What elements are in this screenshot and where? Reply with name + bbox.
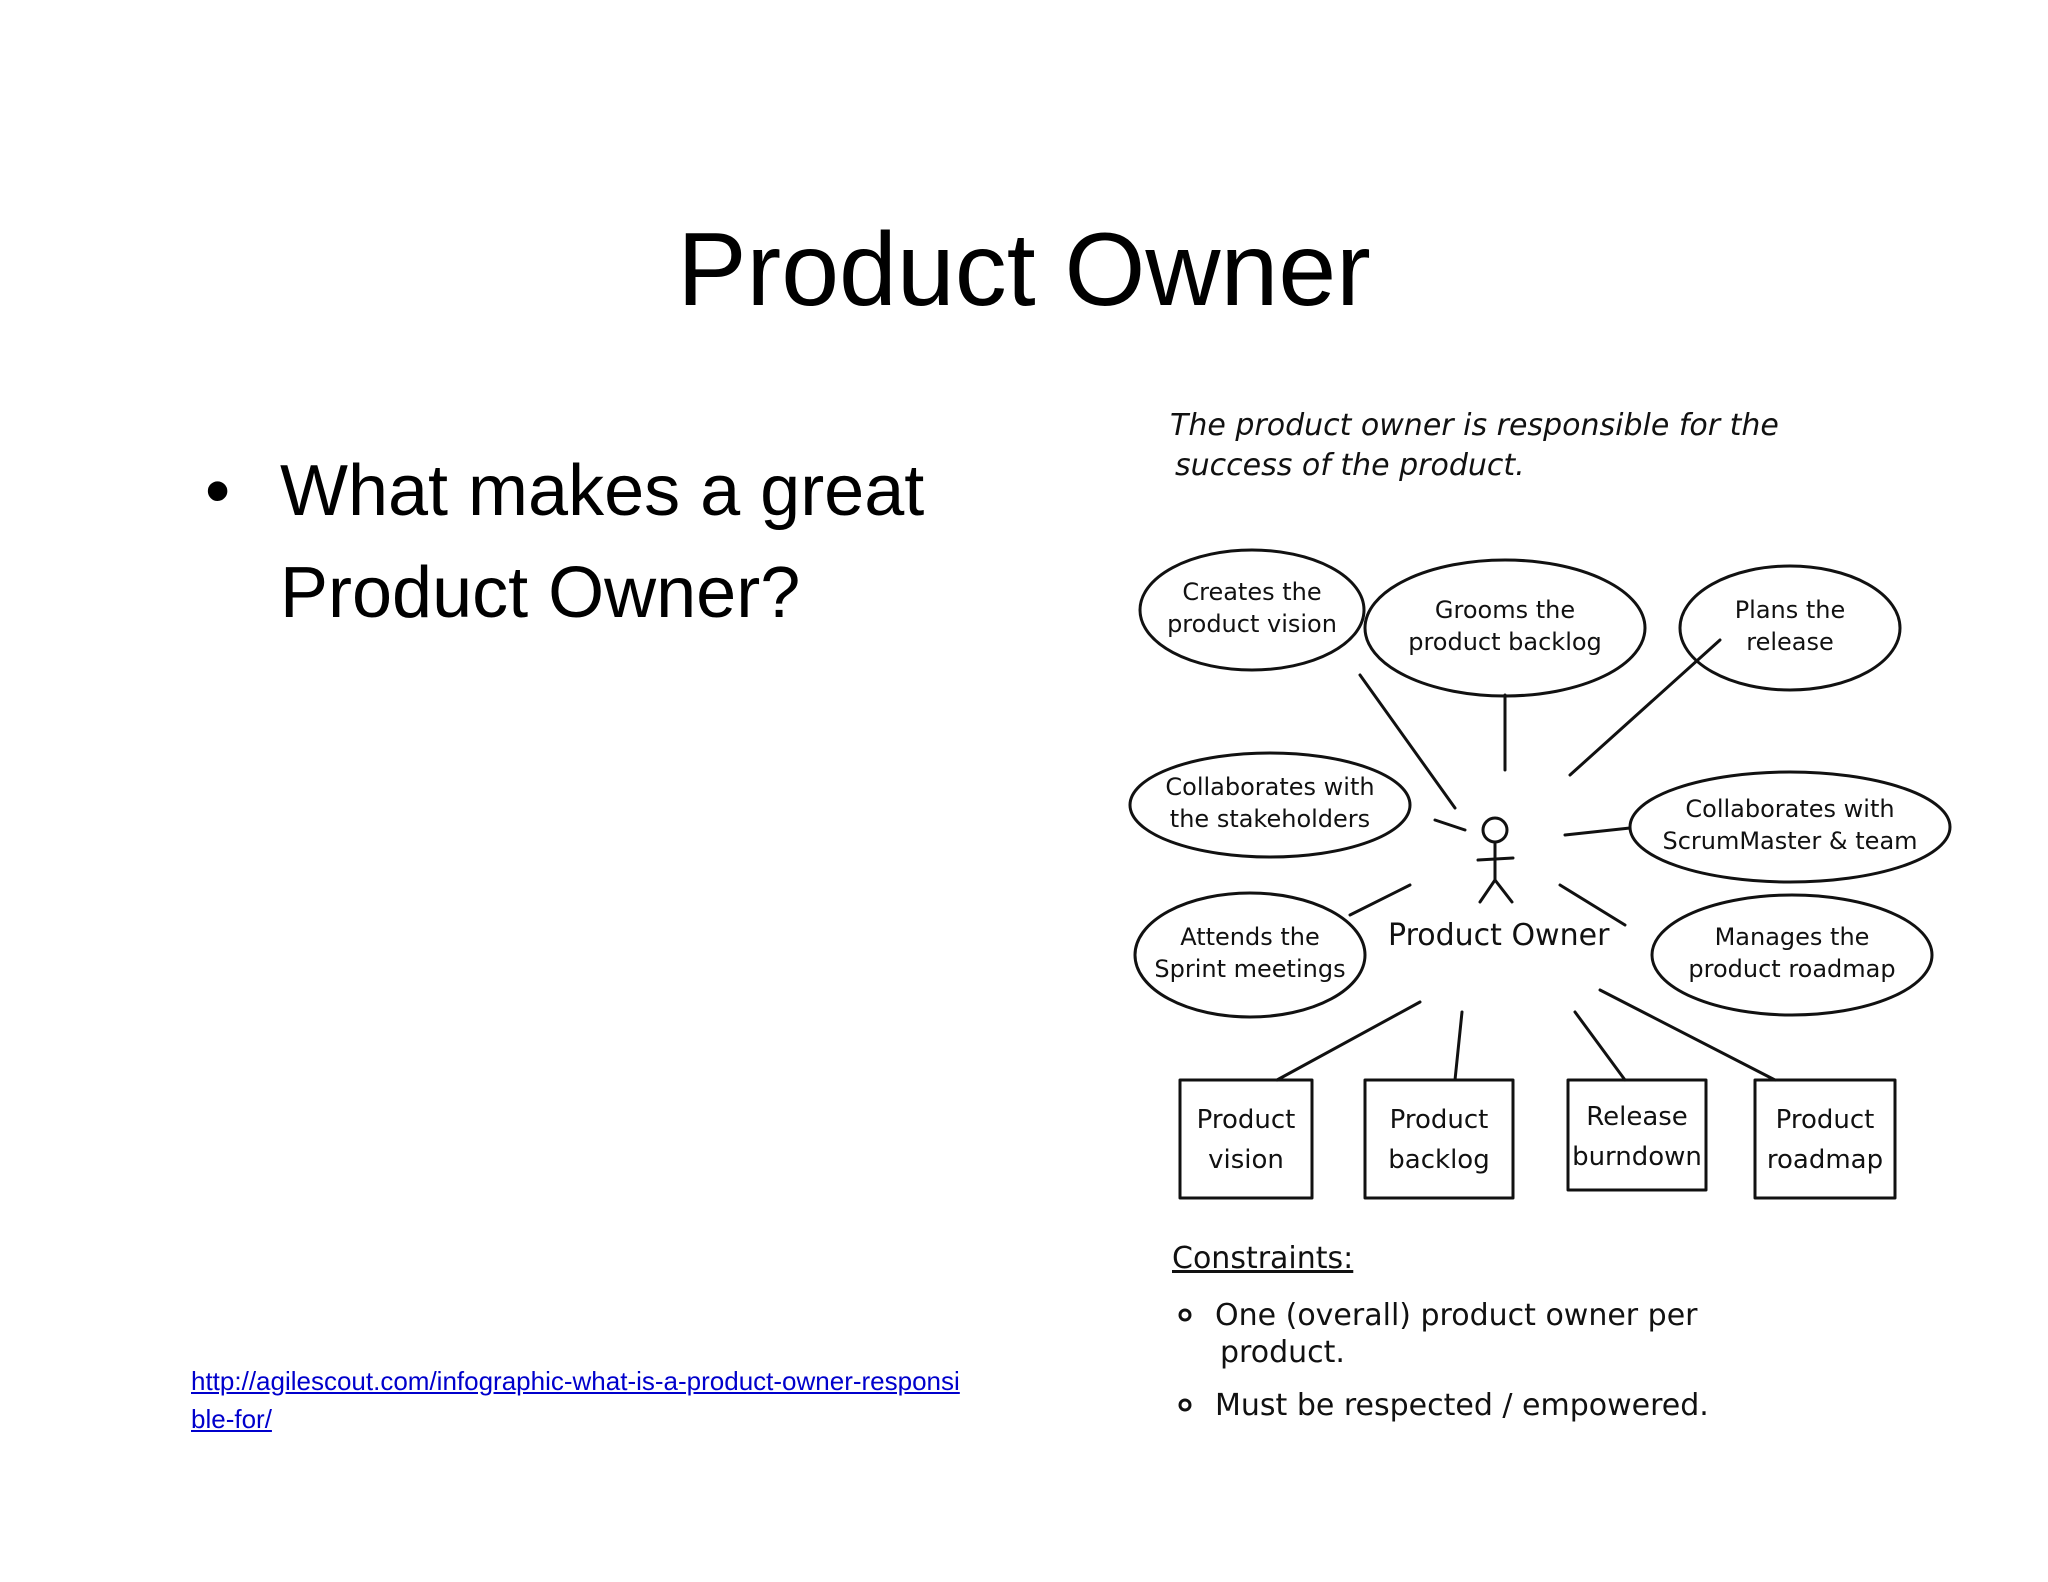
- responsibility-bubble: Collaborates with ScrumMaster & team: [1628, 770, 1952, 884]
- artifact-box: Product roadmap: [1753, 1078, 1897, 1200]
- svg-text:release: release: [1746, 628, 1834, 656]
- source-link[interactable]: http://agilescout.com/infographic-what-i…: [191, 1366, 960, 1434]
- constraint-bullet-icon: [1178, 1398, 1192, 1412]
- artifact-box: Release burndown: [1566, 1078, 1708, 1192]
- responsibility-bubble: Manages the product roadmap: [1650, 893, 1934, 1017]
- responsibility-bubble: Grooms the product backlog: [1363, 558, 1647, 698]
- svg-text:burndown: burndown: [1572, 1142, 1702, 1172]
- connector-line: [1453, 1010, 1464, 1082]
- bullet-marker: •: [205, 451, 231, 531]
- svg-text:backlog: backlog: [1388, 1145, 1489, 1175]
- connector-lines: [1275, 638, 1777, 1082]
- product-owner-diagram: The product owner is responsible for the…: [1128, 408, 1952, 1423]
- constraint-bullet-icon: [1178, 1308, 1192, 1322]
- constraints-heading: Constraints:: [1172, 1241, 1353, 1276]
- constraint-item-1-line-2: product.: [1220, 1335, 1345, 1370]
- svg-text:Manages the: Manages the: [1715, 923, 1870, 951]
- connector-line: [1358, 673, 1457, 810]
- diagram-intro-line-1: The product owner is responsible for the: [1170, 408, 1779, 443]
- constraint-item-1-line-1: One (overall) product owner per: [1215, 1298, 1698, 1333]
- center-label: Product Owner: [1388, 918, 1610, 953]
- svg-text:Grooms the: Grooms the: [1435, 596, 1575, 624]
- svg-text:product vision: product vision: [1167, 610, 1337, 638]
- diagram-intro-line-2: success of the product.: [1175, 448, 1525, 483]
- svg-text:Product: Product: [1776, 1105, 1875, 1135]
- connector-line: [1573, 1010, 1627, 1082]
- constraint-item-2: Must be respected / empowered.: [1215, 1388, 1709, 1423]
- svg-text:vision: vision: [1208, 1145, 1284, 1175]
- connector-line: [1275, 1000, 1422, 1082]
- responsibility-bubble: Attends the Sprint meetings: [1133, 891, 1367, 1019]
- bullet-text: What makes a great Product Owner?: [280, 451, 925, 633]
- svg-text:ScrumMaster & team: ScrumMaster & team: [1662, 827, 1917, 855]
- connector-line: [1563, 826, 1632, 837]
- connector-line: [1598, 988, 1777, 1082]
- svg-text:Attends the: Attends the: [1180, 923, 1320, 951]
- svg-text:Plans the: Plans the: [1735, 596, 1846, 624]
- svg-text:Product: Product: [1197, 1105, 1296, 1135]
- connector-line: [1348, 883, 1412, 917]
- slide-title: Product Owner: [677, 212, 1371, 328]
- bullet-item: • What makes a great Product Owner?: [205, 440, 1025, 644]
- svg-text:Sprint meetings: Sprint meetings: [1154, 955, 1345, 983]
- svg-text:Creates the: Creates the: [1182, 578, 1321, 606]
- svg-text:Product: Product: [1390, 1105, 1489, 1135]
- bullet-list: • What makes a great Product Owner?: [205, 440, 1025, 644]
- responsibility-bubble: Collaborates with the stakeholders: [1128, 751, 1412, 859]
- stick-figure-icon: [1476, 816, 1515, 904]
- connector-line: [1433, 818, 1467, 832]
- responsibility-bubble: Plans the release: [1678, 564, 1902, 692]
- svg-text:the stakeholders: the stakeholders: [1170, 805, 1370, 833]
- svg-text:Collaborates with: Collaborates with: [1165, 773, 1374, 801]
- svg-text:Release: Release: [1586, 1102, 1688, 1132]
- connector-line: [1568, 638, 1722, 777]
- artifact-box: Product vision: [1178, 1078, 1314, 1200]
- connector-line: [1558, 883, 1627, 927]
- svg-text:product roadmap: product roadmap: [1688, 955, 1895, 983]
- responsibility-bubble: Creates the product vision: [1138, 548, 1366, 672]
- svg-text:Collaborates with: Collaborates with: [1685, 795, 1894, 823]
- svg-text:product backlog: product backlog: [1408, 628, 1602, 656]
- artifact-box: Product backlog: [1363, 1078, 1515, 1200]
- svg-text:roadmap: roadmap: [1767, 1145, 1883, 1175]
